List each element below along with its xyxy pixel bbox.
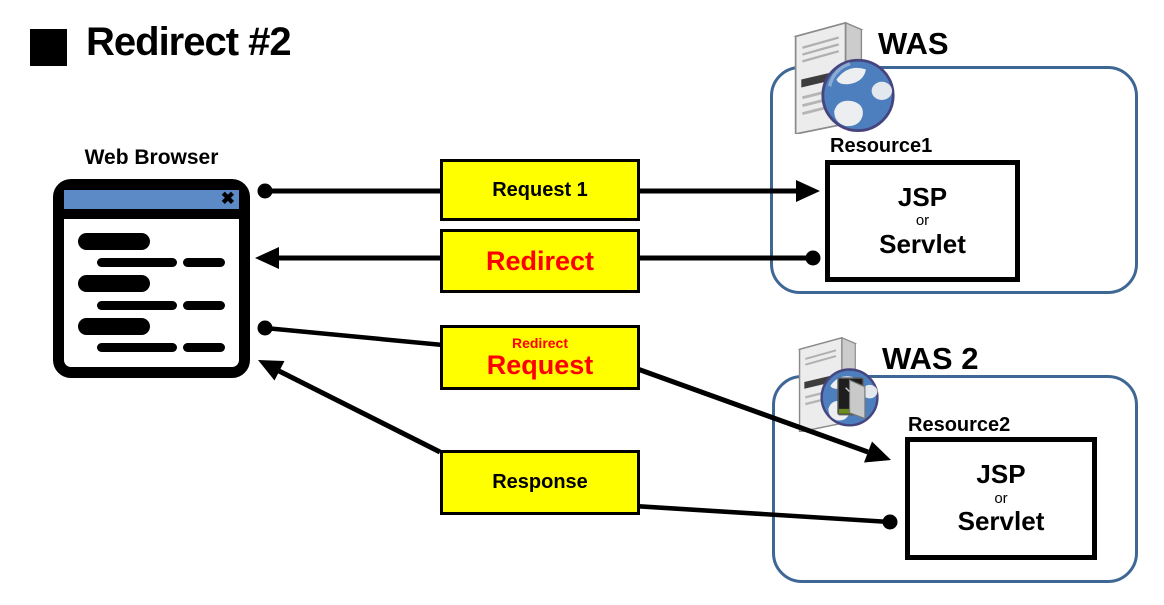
resource2-or-text: or	[994, 489, 1008, 507]
browser-text-bar	[78, 318, 150, 335]
was1-title: WAS	[878, 26, 949, 61]
resource1-jsp-text: JSP	[897, 181, 948, 212]
server1-globe-icon	[793, 21, 895, 134]
resource2-servlet-text: Servlet	[957, 506, 1045, 537]
resource2-jsp-text: JSP	[976, 459, 1026, 490]
redirect-request-line1: Redirect	[511, 334, 569, 351]
browser-text-bar	[97, 258, 177, 267]
browser-text-bar	[183, 258, 225, 267]
flow-box-redirect: Redirect	[440, 229, 640, 293]
flow-box-response: Response	[440, 450, 640, 515]
server2-door-globe-icon	[797, 336, 879, 432]
browser-text-bar	[183, 301, 225, 310]
browser-text-bar	[183, 343, 225, 352]
flow-box-request1: Request 1	[440, 159, 640, 221]
resource2-box: JSP or Servlet	[905, 437, 1097, 560]
browser-text-bar	[78, 233, 150, 250]
title-bullet-square-icon	[30, 29, 67, 66]
web-browser-label: Web Browser	[84, 146, 219, 169]
browser-text-bar	[78, 275, 150, 292]
resource1-or-text: or	[915, 212, 930, 230]
resource2-label: Resource2	[908, 414, 1011, 436]
close-icon: ✖	[220, 189, 235, 208]
browser-titlebar: ✖	[64, 189, 239, 219]
web-browser-window-icon: ✖	[53, 179, 250, 378]
redirect-request-line2: Request	[486, 349, 594, 380]
resource1-label: Resource1	[830, 135, 933, 157]
browser-text-bar	[97, 343, 177, 352]
request1-label: Request 1	[492, 178, 588, 201]
was2-title: WAS 2	[882, 341, 979, 376]
page-title: Redirect #2	[86, 20, 292, 64]
response-label: Response	[492, 471, 588, 493]
browser-text-bar	[97, 301, 177, 310]
redirect-label: Redirect	[485, 245, 595, 276]
resource1-box: JSP or Servlet	[825, 160, 1020, 282]
flow-box-redirect-request: Redirect Request	[440, 325, 640, 390]
resource1-servlet-text: Servlet	[879, 228, 966, 259]
